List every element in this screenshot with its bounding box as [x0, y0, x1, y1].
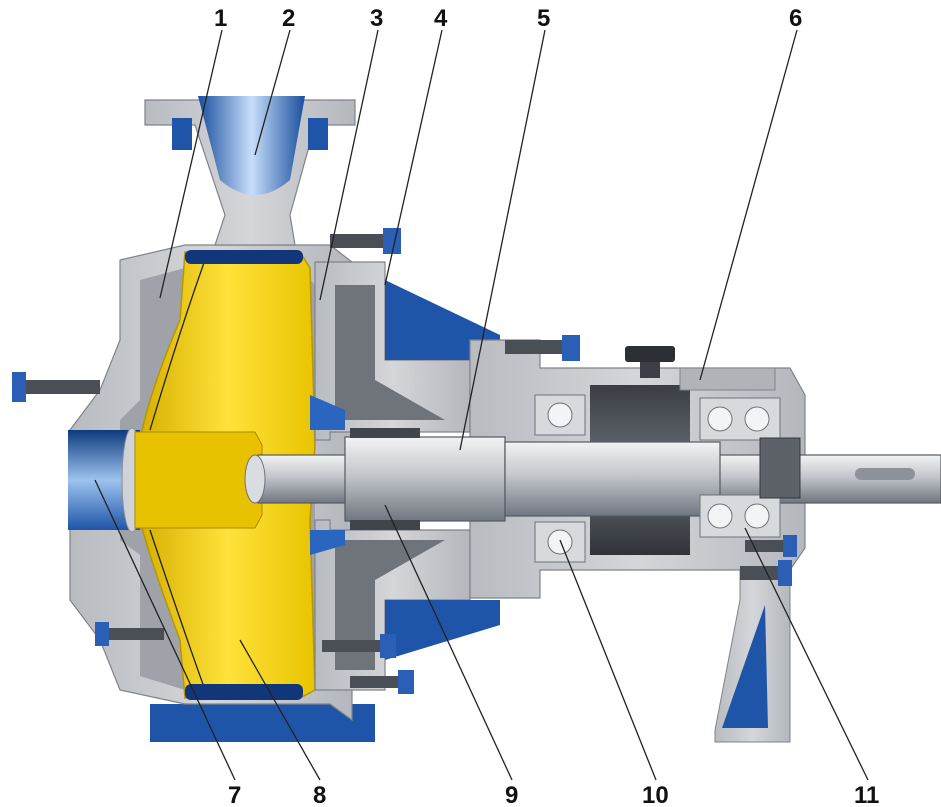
keyway — [855, 468, 915, 480]
callout-3: 3 — [370, 5, 383, 32]
callout-9: 9 — [505, 782, 518, 807]
suction-inlet — [68, 430, 140, 530]
impeller-bottom-band — [185, 684, 303, 700]
impeller-hub — [134, 431, 263, 529]
cover-cavity-upper — [335, 285, 445, 420]
callout-7: 7 — [228, 782, 241, 807]
bolt-suction — [12, 372, 100, 402]
leader-lines — [94, 29, 869, 781]
callout-6: 6 — [789, 5, 802, 32]
bolt-cover-top — [330, 228, 401, 254]
impeller-vane-lower — [149, 529, 206, 691]
lock-nut — [759, 437, 801, 499]
impeller-top-band — [185, 250, 303, 264]
impeller-vane-upper — [149, 259, 206, 431]
impeller-nut — [244, 454, 266, 504]
callout-8: 8 — [313, 782, 326, 807]
bolt-casing-lower-left — [95, 622, 164, 646]
base-foot — [150, 704, 375, 742]
bolt-housing-top — [505, 335, 580, 361]
callout-2: 2 — [282, 5, 295, 32]
discharge-opening — [198, 96, 305, 195]
callout-10: 10 — [642, 782, 669, 807]
discharge-flange-blue-left — [172, 118, 192, 150]
discharge-flange-blue-right — [308, 118, 328, 150]
housing-top-ridge — [679, 367, 776, 391]
radial-bearing — [534, 394, 586, 563]
cover-cavity-lower — [335, 540, 445, 670]
callout-5: 5 — [537, 5, 550, 32]
bolt-cover-bottom — [350, 670, 414, 694]
breather-cap — [625, 346, 675, 378]
shaft-sleeve — [344, 436, 506, 522]
bolt-cover-lower — [322, 634, 396, 658]
callout-1: 1 — [214, 5, 227, 32]
callout-11: 11 — [854, 782, 879, 807]
blue-chamber-lower — [310, 530, 345, 555]
shaft-step — [504, 441, 721, 517]
mechanical-seal-bottom — [350, 520, 420, 530]
callout-4: 4 — [434, 5, 448, 32]
support-leg-blue — [722, 605, 768, 728]
blue-chamber-upper — [310, 395, 345, 430]
thrust-bearing — [699, 397, 781, 538]
bolt-leg — [740, 560, 792, 586]
mechanical-seal-top — [350, 428, 420, 438]
